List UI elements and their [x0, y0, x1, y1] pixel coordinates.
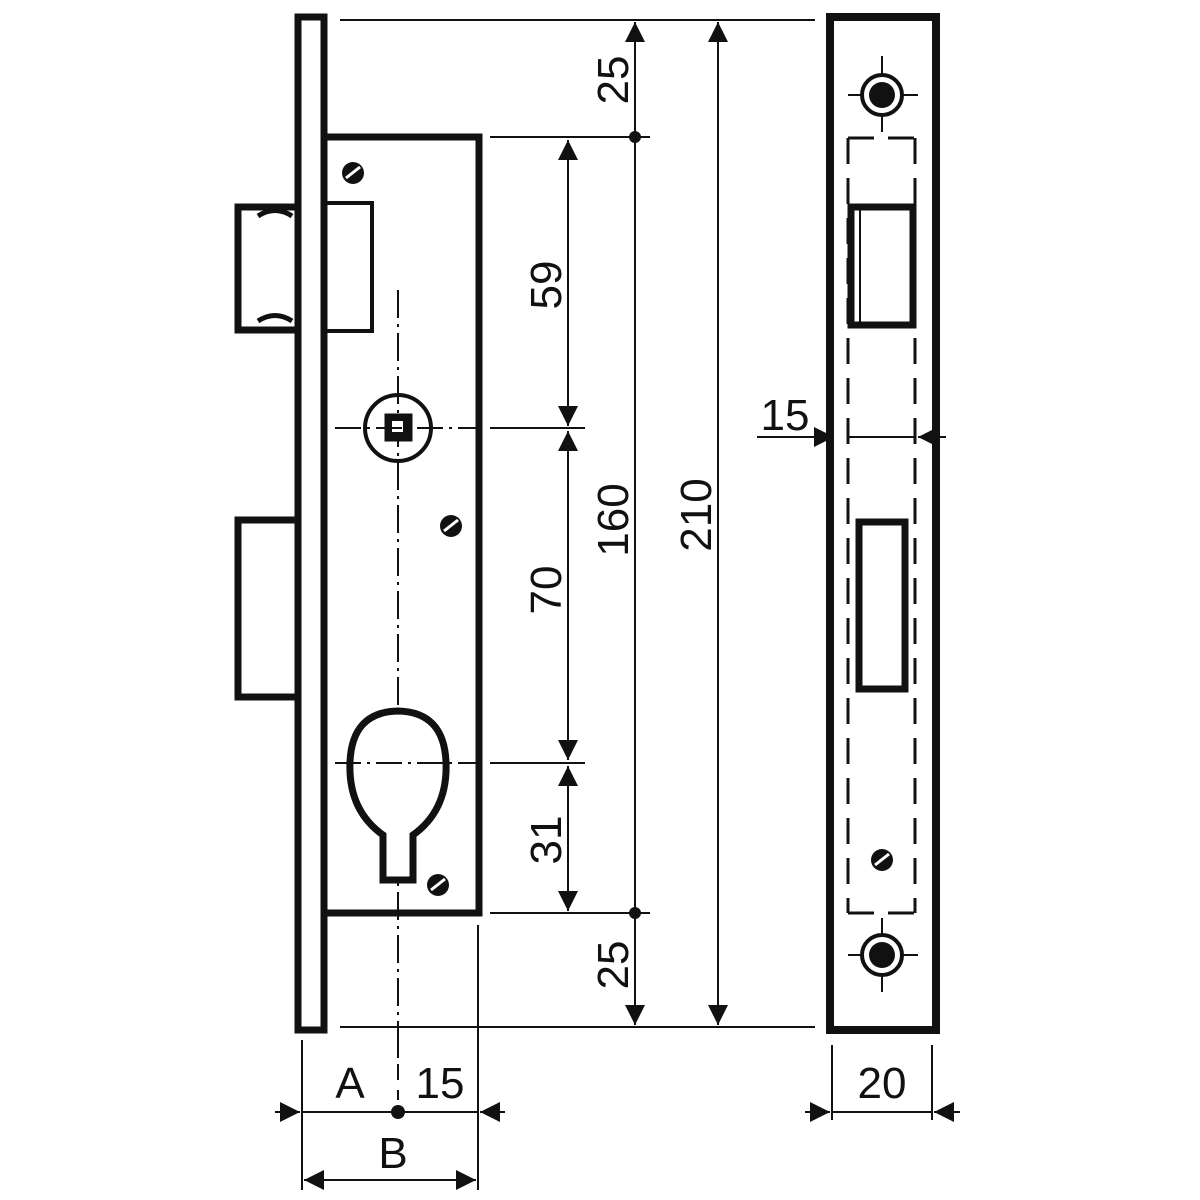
latch-bolt	[234, 203, 298, 334]
dim-top-offset: 25	[589, 56, 638, 105]
dim-backset-offset: 15	[416, 1059, 465, 1108]
faceplate-front-view	[757, 13, 946, 1034]
dim-cylinder-to-bottom: 31	[522, 816, 571, 865]
dim-faceplate-width: 20	[858, 1059, 907, 1108]
dim-case-width: 15	[761, 391, 810, 440]
mounting-hole-bottom	[848, 918, 918, 992]
bolt-opening	[855, 518, 909, 693]
euro-cylinder-cutout	[335, 707, 480, 884]
screw-icon	[427, 874, 449, 896]
screw-icon	[440, 515, 462, 537]
dim-follower-to-cylinder: 70	[522, 566, 571, 615]
label-b: B	[378, 1129, 407, 1178]
bottom-dimension-labels: A 15 B 20	[335, 1059, 906, 1178]
dim-bottom-offset: 25	[589, 941, 638, 990]
dead-bolt	[234, 516, 298, 701]
faceplate-side	[294, 13, 328, 1034]
case-screws	[342, 162, 462, 896]
follower-hub	[335, 393, 480, 463]
bottom-dimensions	[275, 925, 960, 1190]
vertical-dimensions	[340, 19, 815, 1028]
screw-icon	[342, 162, 364, 184]
screw-icon	[871, 849, 893, 871]
latch-opening	[847, 203, 917, 329]
latch-internal	[322, 201, 374, 333]
label-a: A	[335, 1059, 365, 1108]
vertical-dimension-labels: 25 59 70 31 160 25 210	[522, 56, 721, 990]
lock-body-view	[234, 13, 483, 1080]
dim-follower-to-top: 59	[522, 261, 571, 310]
mounting-hole-top	[848, 56, 918, 132]
dim-faceplate-height: 210	[672, 478, 721, 551]
dim-case-height: 160	[589, 483, 638, 556]
